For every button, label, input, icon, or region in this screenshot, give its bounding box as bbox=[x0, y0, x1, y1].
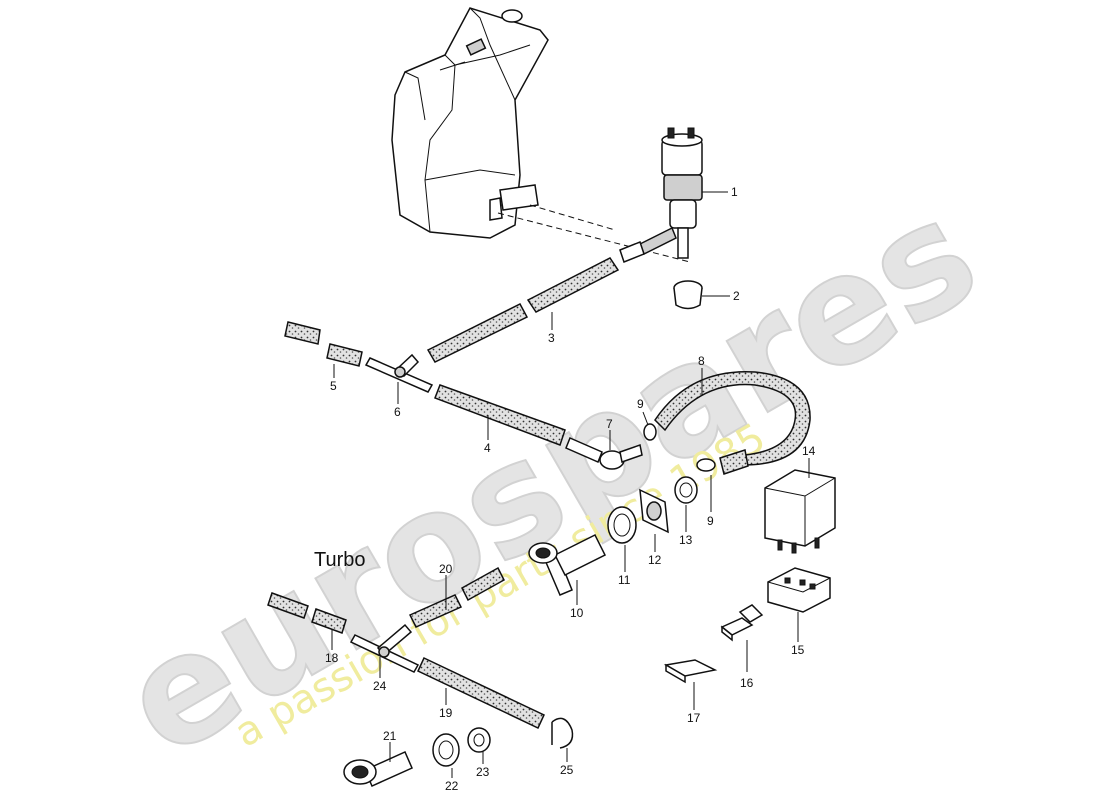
elbow-nozzle-21 bbox=[343, 751, 413, 787]
callout-11: 11 bbox=[618, 573, 631, 587]
callout-3: 3 bbox=[548, 331, 555, 345]
hose-clamp-9a bbox=[643, 423, 657, 441]
callout-16: 16 bbox=[740, 676, 754, 690]
t-connector-6 bbox=[364, 353, 434, 393]
relay-socket-15 bbox=[767, 567, 831, 613]
callout-22: 22 bbox=[445, 779, 459, 793]
callout-10: 10 bbox=[570, 606, 584, 620]
callout-7: 7 bbox=[606, 417, 613, 431]
seal-ring-11 bbox=[607, 506, 637, 544]
elbow-nozzle-10 bbox=[528, 533, 607, 596]
connector-16 bbox=[720, 604, 764, 642]
leader-lines bbox=[331, 191, 810, 778]
callout-5: 5 bbox=[330, 379, 337, 393]
callout-15: 15 bbox=[791, 643, 805, 657]
callout-14: 14 bbox=[802, 444, 816, 458]
callout-9a: 9 bbox=[637, 397, 644, 411]
callout-25: 25 bbox=[560, 763, 574, 777]
callout-4: 4 bbox=[484, 441, 491, 455]
callout-23: 23 bbox=[476, 765, 490, 779]
t-connector-24 bbox=[349, 623, 420, 673]
callout-6: 6 bbox=[394, 405, 401, 419]
holder-plate-12 bbox=[639, 488, 669, 534]
washer-nozzle-7 bbox=[565, 437, 643, 470]
callout-18: 18 bbox=[325, 651, 339, 665]
watermark: eurospares a passion for parts since 198… bbox=[95, 165, 1005, 792]
washer-fluid-reservoir bbox=[391, 7, 549, 239]
hose-clip-25 bbox=[551, 717, 574, 749]
watermark-logo: eurospares bbox=[96, 166, 1004, 791]
callout-17: 17 bbox=[687, 711, 701, 725]
callout-9b: 9 bbox=[707, 514, 714, 528]
callout-2: 2 bbox=[733, 289, 740, 303]
seal-ring-22 bbox=[432, 733, 460, 767]
callout-12: 12 bbox=[648, 553, 662, 567]
callout-24: 24 bbox=[373, 679, 387, 693]
hose-5 bbox=[284, 321, 363, 367]
callout-8: 8 bbox=[698, 354, 705, 368]
hose-19 bbox=[417, 656, 545, 730]
relay-14 bbox=[764, 469, 836, 554]
variant-label-turbo: Turbo bbox=[314, 549, 366, 571]
assembly-line-2 bbox=[529, 204, 616, 231]
hose-clamp-9b bbox=[696, 458, 716, 472]
hose-8 bbox=[654, 370, 811, 475]
hose-3 bbox=[426, 257, 620, 363]
connector-17 bbox=[663, 659, 718, 684]
nut-13 bbox=[674, 476, 698, 504]
callout-21: 21 bbox=[383, 729, 397, 743]
washer-pump bbox=[619, 127, 703, 263]
assembly-line-1 bbox=[497, 212, 691, 263]
hose-4 bbox=[434, 384, 566, 446]
callout-labels: 1 2 3 4 5 6 7 8 9 9 10 11 12 13 14 15 16… bbox=[325, 185, 816, 793]
callout-20: 20 bbox=[439, 562, 453, 576]
callout-1: 1 bbox=[731, 185, 738, 199]
hose-20 bbox=[408, 566, 505, 628]
callout-19: 19 bbox=[439, 706, 453, 720]
callout-13: 13 bbox=[679, 533, 693, 547]
pump-grommet bbox=[673, 280, 703, 310]
hose-18 bbox=[267, 592, 347, 634]
nut-23 bbox=[467, 727, 491, 753]
